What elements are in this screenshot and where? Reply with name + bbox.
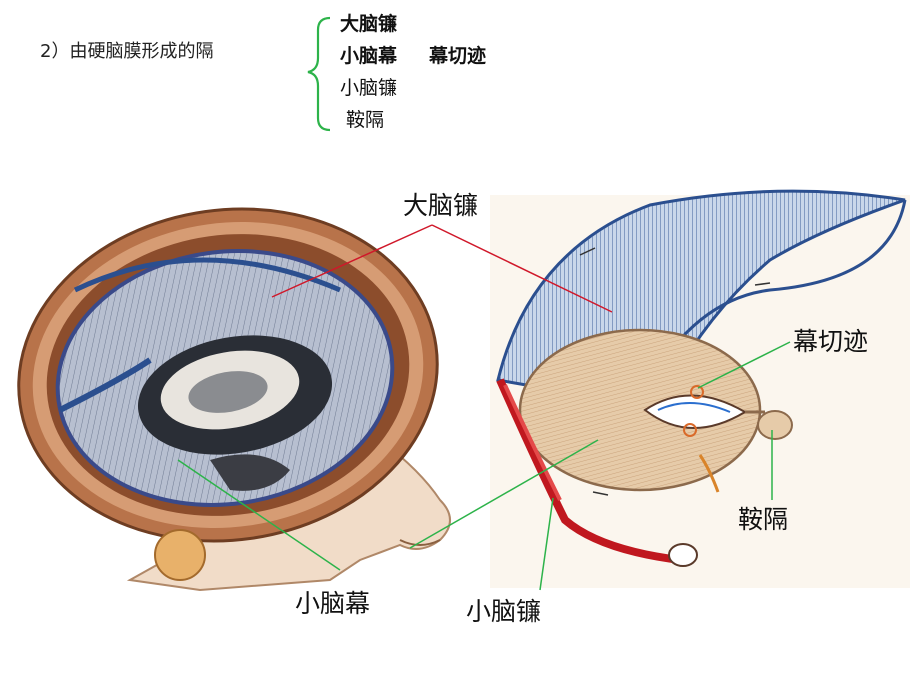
label-tentorial-notch: 幕切迹 <box>793 327 869 356</box>
list-item-diaphragma-sellae: 鞍隔 <box>346 109 385 131</box>
label-falx-cerebri: 大脑镰 <box>403 191 479 220</box>
list-item-tentorium-label: 小脑幕 <box>340 45 398 67</box>
schematic-illustration <box>490 189 910 588</box>
label-tentorium: 小脑幕 <box>295 589 371 618</box>
skull-illustration <box>17 207 451 592</box>
label-diaphragma-sellae: 鞍隔 <box>738 505 789 534</box>
curly-brace-icon <box>307 16 331 132</box>
list-item-falx-cerebri: 大脑镰 <box>340 13 398 35</box>
label-falx-cerebelli: 小脑镰 <box>466 597 542 626</box>
list-item-falx-cerebelli: 小脑镰 <box>340 77 398 99</box>
list-item-tentorial-notch: 幕切迹 <box>429 45 487 67</box>
leader-lines <box>177 224 791 591</box>
septa-list: 大脑镰 小脑幕 幕切迹 小脑镰 鞍隔 <box>340 8 486 136</box>
section-heading: 2）由硬脑膜形成的隔 <box>40 41 214 62</box>
list-item-tentorium: 小脑幕 幕切迹 <box>340 40 486 72</box>
